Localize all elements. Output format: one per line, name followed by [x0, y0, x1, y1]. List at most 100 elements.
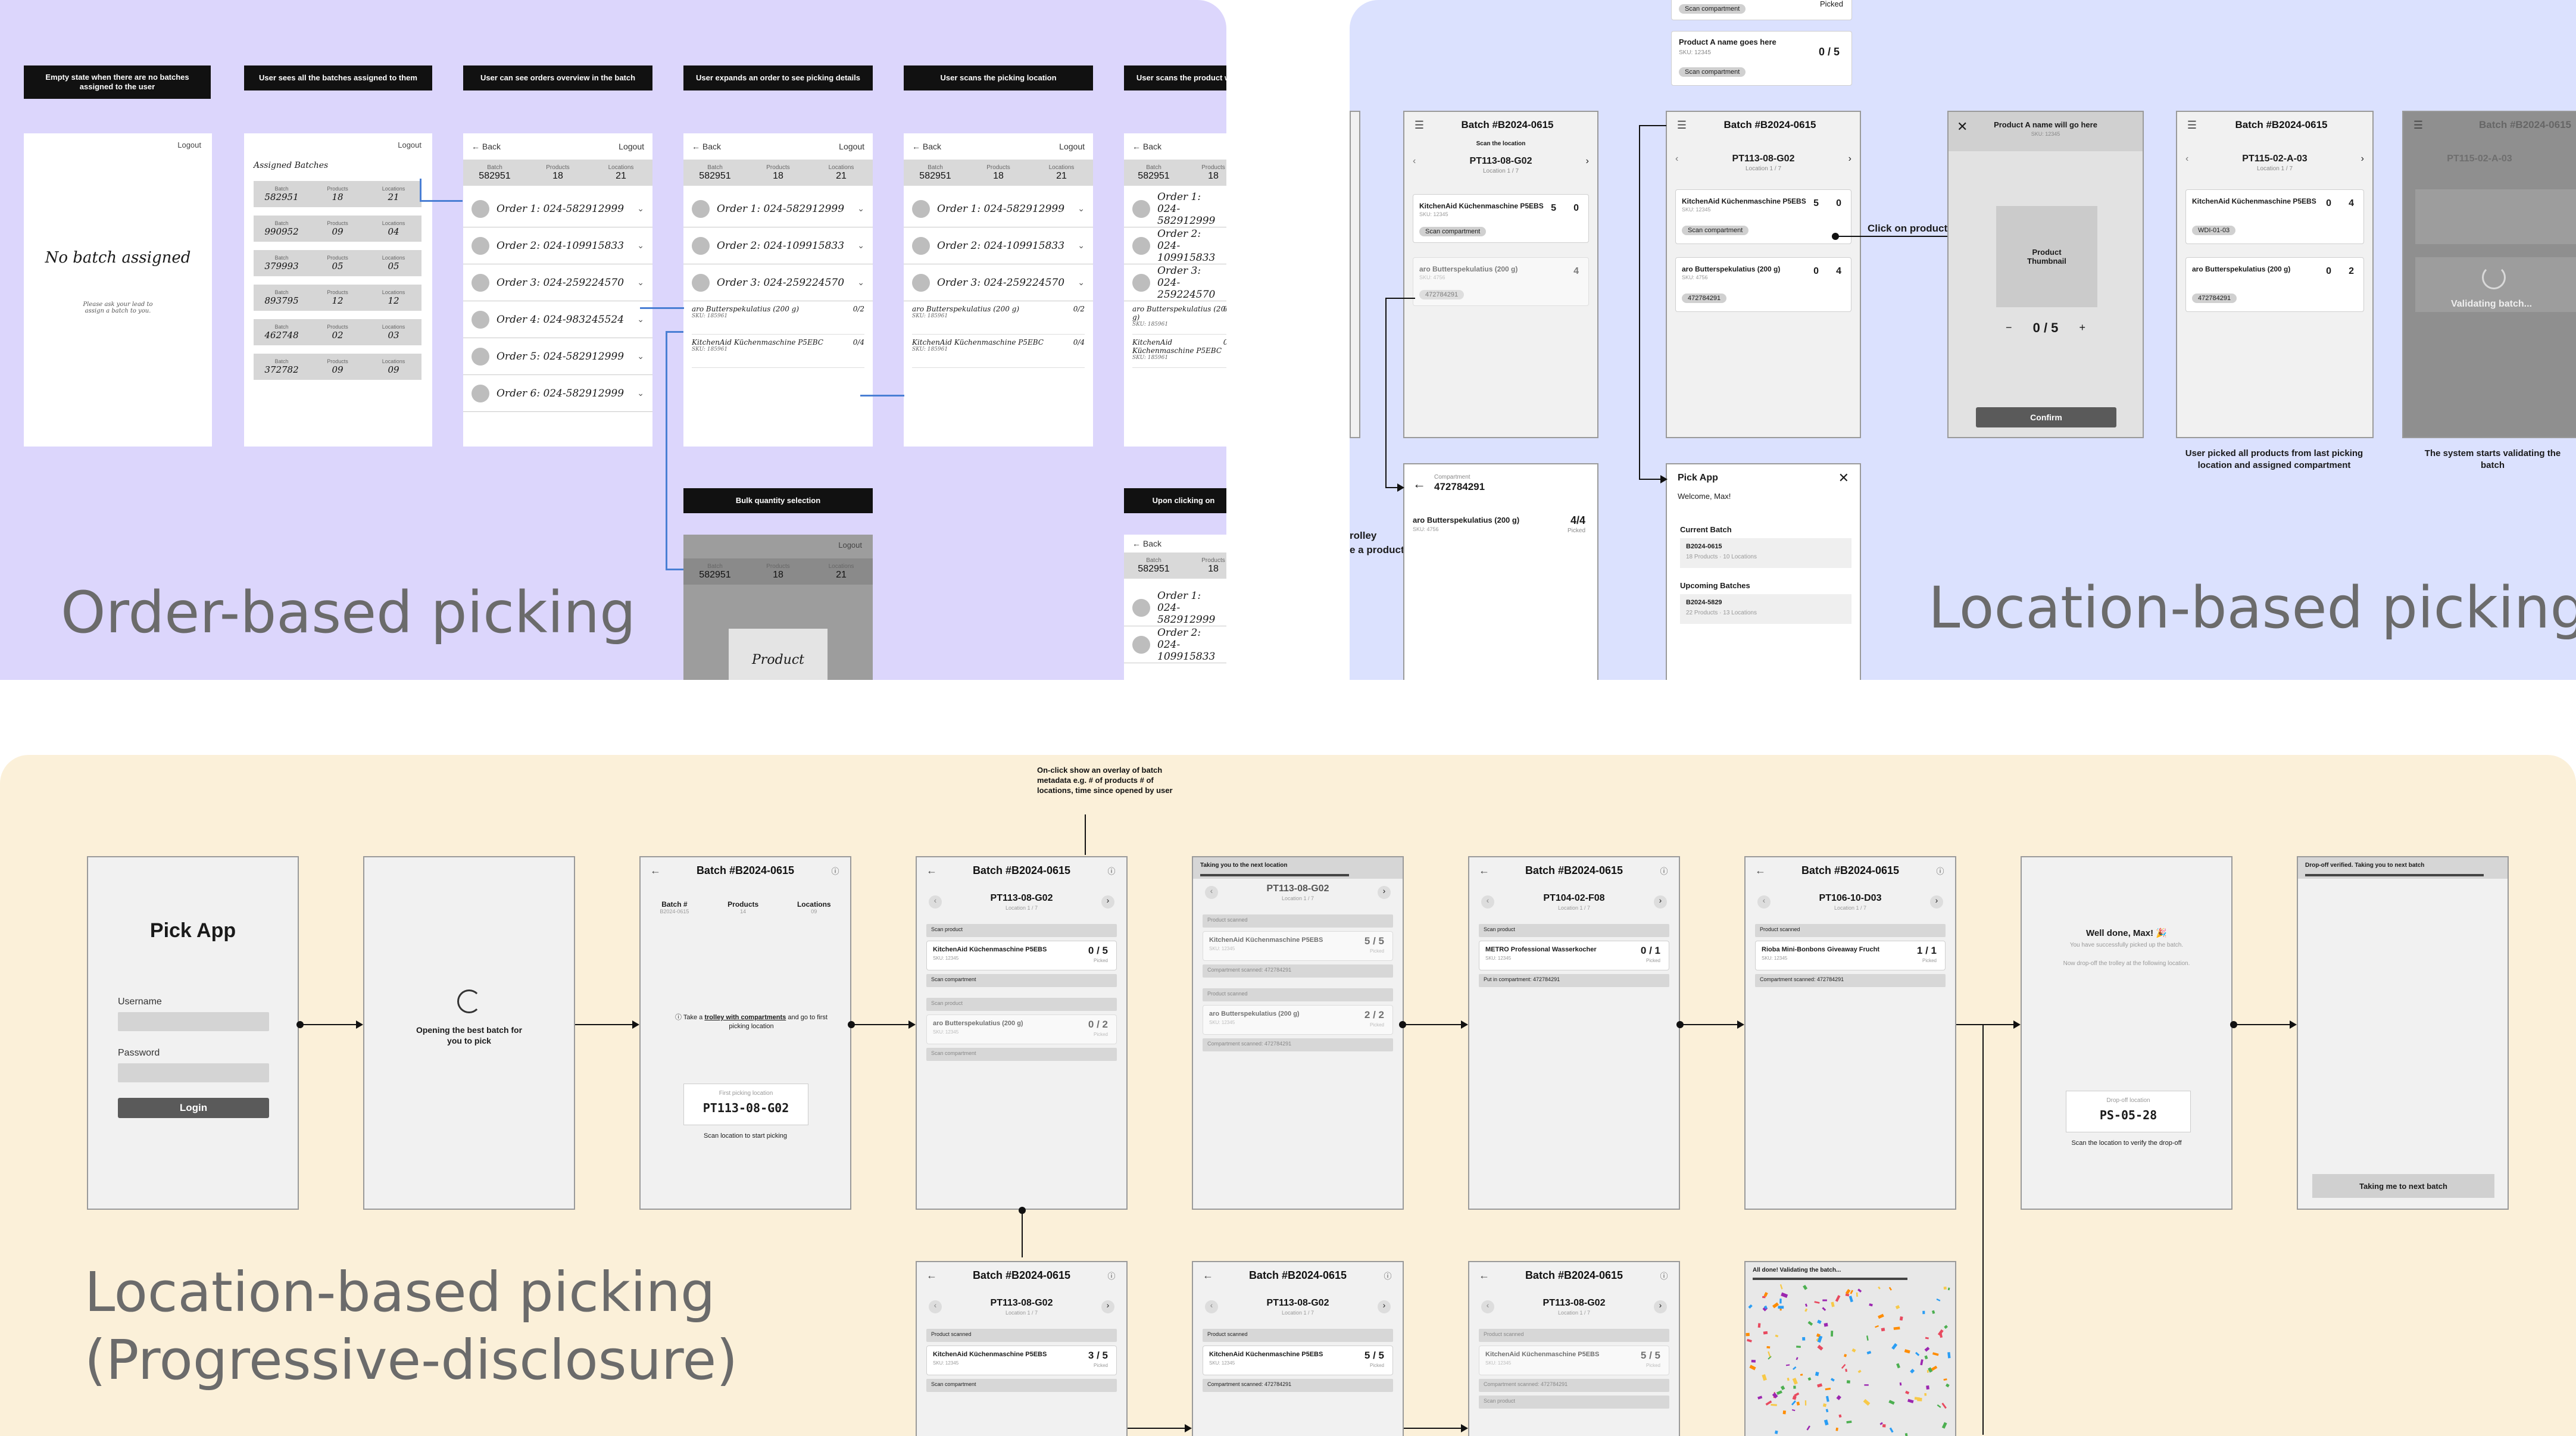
- info-icon[interactable]: ⓘ: [1660, 866, 1668, 876]
- order-row[interactable]: Order 1: 024-582912999⌄: [1124, 191, 1226, 227]
- order-item[interactable]: aro Butterspekulatius (200 g)SKU: 185961…: [912, 301, 1085, 335]
- confirm-button[interactable]: Confirm: [1976, 407, 2116, 427]
- chevron-down-icon[interactable]: ⌄: [637, 204, 644, 213]
- next-location-icon[interactable]: ›: [1101, 895, 1114, 909]
- order-item[interactable]: aro Butterspekulatius (200 g)SKU: 185961…: [1132, 301, 1226, 335]
- chevron-down-icon[interactable]: ⌄: [1078, 204, 1085, 213]
- back-arrow-icon[interactable]: ←: [1479, 1269, 1490, 1281]
- back-arrow-icon[interactable]: ←: [650, 864, 661, 876]
- menu-icon[interactable]: ☰: [2413, 118, 2424, 131]
- prev-location-icon[interactable]: ‹: [1205, 1300, 1218, 1313]
- info-icon[interactable]: ⓘ: [1384, 1271, 1392, 1281]
- logout-link[interactable]: Logout: [839, 142, 864, 151]
- item-card[interactable]: aro Butterspekulatius (200 g) 0 2 472784…: [2185, 257, 2364, 312]
- item-card[interactable]: KitchenAid Küchenmaschine P5EBS SKU: 123…: [1413, 194, 1589, 243]
- chevron-down-icon[interactable]: ⌄: [637, 314, 644, 324]
- close-icon[interactable]: ✕: [1838, 470, 1849, 485]
- next-location-icon[interactable]: ›: [1654, 1300, 1667, 1313]
- order-row[interactable]: Order 3: 024-259224570⌄: [904, 264, 1093, 301]
- order-row[interactable]: Order 1: 024-582912999⌄: [904, 191, 1093, 227]
- close-icon[interactable]: ✕: [1957, 119, 1968, 134]
- scan-compartment-chip[interactable]: Scan compartment: [1419, 227, 1487, 236]
- item-card[interactable]: aro Butterspekulatius (200 g) SKU: 4756 …: [1675, 257, 1851, 312]
- order-row[interactable]: Order 5: 024-582912999⌄: [463, 338, 652, 375]
- trolley-link[interactable]: trolley with compartments: [704, 1014, 786, 1021]
- back-arrow-icon[interactable]: ←: [926, 864, 937, 876]
- prev-location-icon[interactable]: ‹: [1757, 895, 1771, 909]
- scan-compartment-chip[interactable]: Scan compartment: [1682, 226, 1749, 235]
- order-row[interactable]: Order 3: 024-259224570⌄: [683, 264, 873, 301]
- order-row[interactable]: Order 4: 024-983245524⌄: [463, 301, 652, 338]
- order-row[interactable]: Order 1: 024-582912999⌄: [683, 191, 873, 227]
- order-row[interactable]: Order 6: 024-582912999⌄: [463, 375, 652, 412]
- login-button[interactable]: Login: [118, 1098, 269, 1118]
- increase-button[interactable]: +: [2079, 321, 2085, 333]
- logout-link[interactable]: Logout: [838, 541, 862, 550]
- order-row[interactable]: Order 2: 024-109915833⌄: [904, 227, 1093, 264]
- chevron-down-icon[interactable]: ⌄: [637, 351, 644, 361]
- info-icon[interactable]: ⓘ: [1107, 866, 1116, 876]
- logout-link[interactable]: Logout: [1059, 142, 1085, 151]
- back-arrow-icon[interactable]: ←: [926, 1269, 937, 1281]
- menu-icon[interactable]: ☰: [1414, 118, 1425, 131]
- chevron-down-icon[interactable]: ⌄: [857, 204, 864, 213]
- prev-location-icon[interactable]: ‹: [929, 1300, 942, 1313]
- prev-location-icon[interactable]: ‹: [1413, 156, 1416, 166]
- next-location-icon[interactable]: ›: [1101, 1300, 1114, 1313]
- menu-icon[interactable]: ☰: [1676, 118, 1687, 131]
- logout-link[interactable]: Logout: [398, 141, 421, 149]
- prev-location-icon[interactable]: ‹: [929, 895, 942, 909]
- back-link[interactable]: ← Back: [1132, 142, 1162, 151]
- next-location-icon[interactable]: ›: [2360, 154, 2364, 164]
- decrease-button[interactable]: −: [2006, 321, 2012, 333]
- order-row[interactable]: Order 2: 024-109915833⌄: [683, 227, 873, 264]
- order-row[interactable]: Order 2: 024-109915833⌄: [1124, 227, 1226, 264]
- item-card[interactable]: KitchenAid Küchenmaschine P5EBS SKU: 123…: [1675, 189, 1851, 244]
- logout-link[interactable]: Logout: [619, 142, 644, 151]
- order-row[interactable]: Order 1: 024-582912999⌄: [463, 191, 652, 227]
- order-row[interactable]: Order 3: 024-259224570⌄: [1124, 264, 1226, 301]
- order-item[interactable]: aro Butterspekulatius (200 g)SKU: 185961…: [692, 301, 864, 335]
- password-input[interactable]: [118, 1063, 269, 1082]
- next-location-icon[interactable]: ›: [1378, 1300, 1391, 1313]
- back-link[interactable]: ← Back: [1132, 539, 1162, 548]
- back-link[interactable]: ← Back: [472, 142, 501, 151]
- back-arrow-icon[interactable]: ←: [1203, 1269, 1213, 1281]
- order-row[interactable]: Order 1: 024-582912999⌄: [1124, 589, 1226, 626]
- next-location-icon[interactable]: ›: [1930, 895, 1943, 909]
- prev-location-icon[interactable]: ‹: [1675, 154, 1679, 164]
- next-location-icon[interactable]: ›: [1848, 154, 1851, 164]
- info-icon[interactable]: ⓘ: [831, 866, 839, 876]
- current-batch-card[interactable]: B2024-0615 18 Products · 10 Locations: [1680, 538, 1851, 568]
- menu-icon[interactable]: ☰: [2187, 118, 2197, 131]
- back-link[interactable]: ← Back: [912, 142, 942, 151]
- back-arrow-icon[interactable]: ←: [1755, 864, 1766, 876]
- prev-location-icon[interactable]: ‹: [2185, 154, 2189, 164]
- chevron-down-icon[interactable]: ⌄: [637, 388, 644, 398]
- chevron-down-icon[interactable]: ⌄: [637, 241, 644, 250]
- quantity-value[interactable]: 0 / 5: [2032, 320, 2059, 335]
- item-card[interactable]: KitchenAid Küchenmaschine P5EBS 0 4 WDI-…: [2185, 189, 2364, 244]
- scan-compartment-chip[interactable]: Scan compartment: [1679, 67, 1746, 77]
- chevron-down-icon[interactable]: ⌄: [637, 277, 644, 287]
- username-input[interactable]: [118, 1012, 269, 1031]
- info-icon[interactable]: ⓘ: [1107, 1271, 1116, 1281]
- back-link[interactable]: ← Back: [692, 142, 722, 151]
- next-batch-button[interactable]: Taking me to next batch: [2312, 1174, 2494, 1198]
- scan-compartment-chip[interactable]: Scan compartment: [1679, 4, 1746, 14]
- item-card[interactable]: aro Butterspekulatius (200 g) SKU: 4756 …: [1413, 257, 1589, 306]
- order-row[interactable]: Order 3: 024-259224570⌄: [463, 264, 652, 301]
- back-arrow-icon[interactable]: ←: [1413, 476, 1426, 491]
